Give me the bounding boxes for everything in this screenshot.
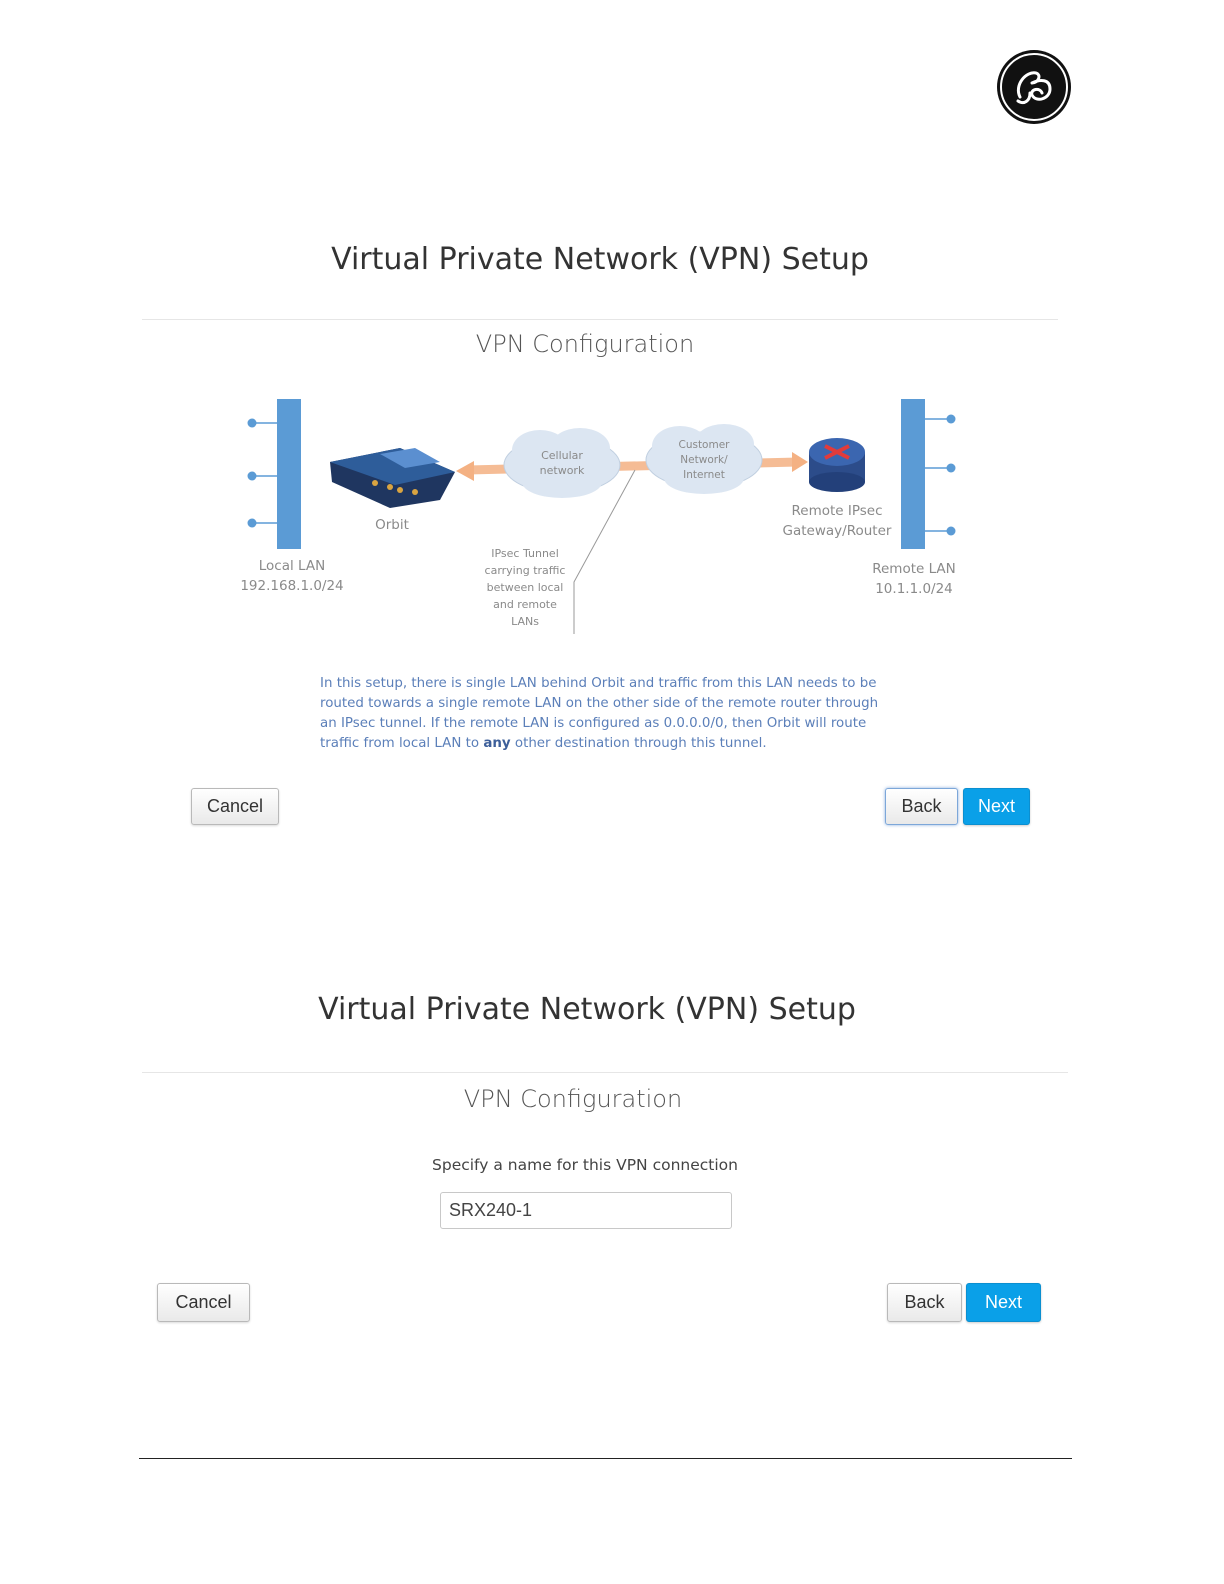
section-subtitle: VPN Configuration bbox=[475, 330, 695, 358]
gateway-label-1: Remote IPsec bbox=[791, 503, 882, 519]
local-lan-nodes bbox=[252, 422, 277, 524]
router-icon bbox=[809, 438, 865, 492]
divider-2 bbox=[142, 1072, 1068, 1073]
page-title: Virtual Private Network (VPN) Setup bbox=[331, 242, 869, 277]
back-button[interactable]: Back bbox=[885, 788, 958, 825]
local-lan-label: Local LAN bbox=[259, 558, 325, 574]
tunnel-label-5: LANs bbox=[511, 615, 539, 628]
page-title-2: Virtual Private Network (VPN) Setup bbox=[318, 992, 856, 1027]
back-button-2[interactable]: Back bbox=[887, 1283, 962, 1322]
setup-description: In this setup, there is single LAN behin… bbox=[320, 676, 879, 751]
remote-lan-bar bbox=[901, 399, 925, 549]
ge-logo-icon bbox=[997, 50, 1071, 124]
section-subtitle-2: VPN Configuration bbox=[463, 1085, 683, 1113]
tunnel-label-1: IPsec Tunnel bbox=[491, 547, 559, 560]
local-lan-subnet: 192.168.1.0/24 bbox=[240, 578, 343, 594]
cellular-label-2: network bbox=[540, 464, 585, 477]
divider bbox=[142, 319, 1058, 320]
cellular-cloud-icon bbox=[503, 428, 621, 498]
next-button-2[interactable]: Next bbox=[966, 1283, 1041, 1322]
footer-rule bbox=[139, 1458, 1072, 1459]
remote-lan-label: Remote LAN bbox=[872, 561, 956, 577]
cancel-button-2[interactable]: Cancel bbox=[157, 1283, 250, 1322]
cellular-label-1: Cellular bbox=[541, 449, 583, 462]
next-button[interactable]: Next bbox=[963, 788, 1030, 825]
gateway-label-2: Gateway/Router bbox=[783, 523, 892, 539]
tunnel-label-4: and remote bbox=[493, 598, 557, 611]
orbit-label: Orbit bbox=[375, 517, 409, 533]
vpn-name-prompt: Specify a name for this VPN connection bbox=[432, 1156, 738, 1174]
customer-label-3: Internet bbox=[683, 469, 725, 481]
customer-label-2: Network/ bbox=[680, 454, 728, 466]
customer-network-cloud-icon bbox=[645, 424, 763, 494]
tunnel-label-3: between local bbox=[487, 581, 564, 594]
tunnel-callout-line bbox=[573, 469, 636, 634]
cancel-button[interactable]: Cancel bbox=[191, 788, 279, 825]
vpn-name-input[interactable] bbox=[440, 1192, 732, 1229]
vpn-topology-diagram: Cellular network Customer Network/ Inter… bbox=[240, 399, 956, 634]
customer-label-1: Customer bbox=[678, 439, 730, 451]
orbit-device-icon bbox=[330, 448, 455, 508]
local-lan-bar bbox=[277, 399, 301, 549]
tunnel-label-2: carrying traffic bbox=[485, 564, 566, 577]
remote-lan-subnet: 10.1.1.0/24 bbox=[875, 581, 953, 597]
